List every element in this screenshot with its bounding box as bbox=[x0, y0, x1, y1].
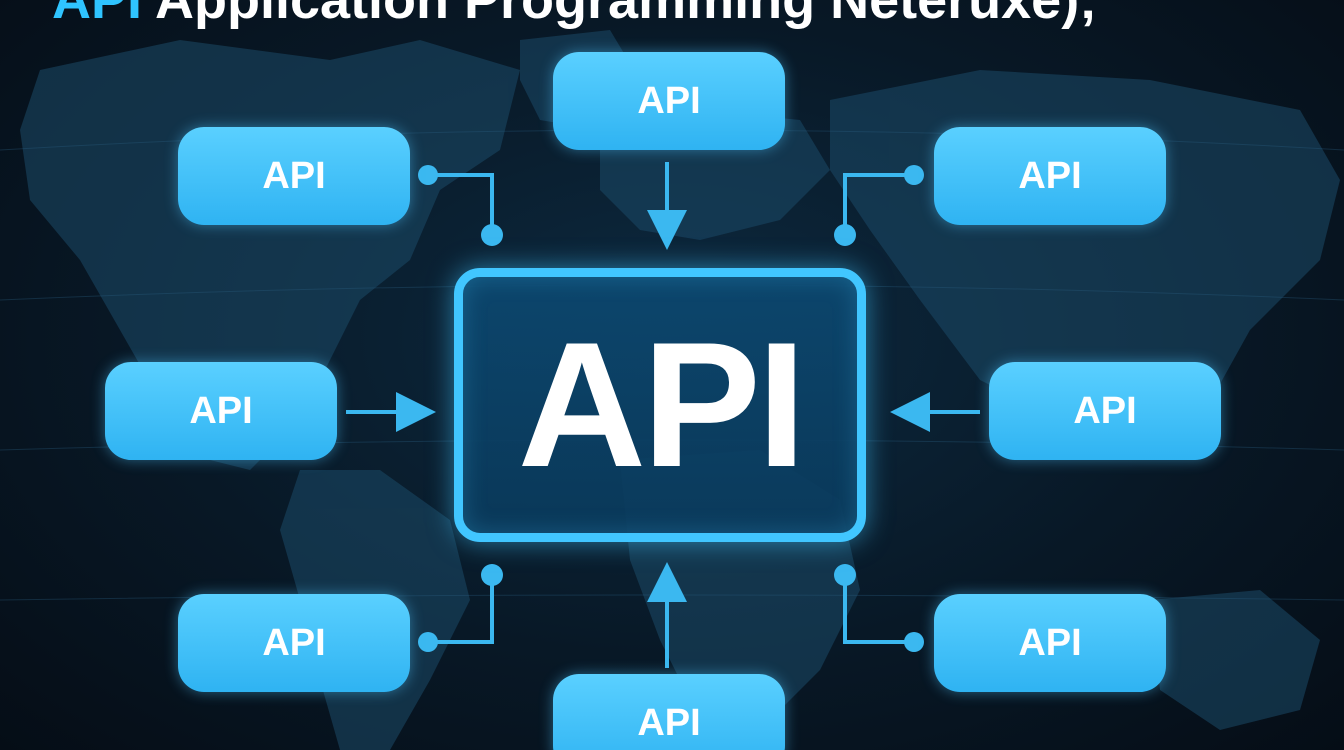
dot-bottom-left-b bbox=[481, 564, 503, 586]
continent-australia bbox=[1150, 590, 1320, 730]
hub-label: API bbox=[517, 305, 807, 504]
dot-top-left-a bbox=[418, 165, 438, 185]
api-node-label: API bbox=[189, 389, 253, 432]
connector-top-left bbox=[428, 173, 494, 233]
api-node-bottom-right: API bbox=[934, 594, 1166, 692]
api-node-label: API bbox=[1018, 621, 1082, 664]
dot-bottom-left-a bbox=[418, 632, 438, 652]
api-node-label: API bbox=[1018, 154, 1082, 197]
connector-bottom-right bbox=[843, 577, 914, 644]
diagram-title: API Application Programming Neteruxe); bbox=[52, 0, 1097, 30]
api-node-bottom: API bbox=[553, 674, 785, 750]
connector-top-right bbox=[843, 173, 914, 233]
api-node-top-left: API bbox=[178, 127, 410, 225]
api-node-bottom-left: API bbox=[178, 594, 410, 692]
dot-top-right-b bbox=[834, 224, 856, 246]
api-node-top: API bbox=[553, 52, 785, 150]
api-node-right: API bbox=[989, 362, 1221, 460]
dot-top-right-a bbox=[904, 165, 924, 185]
central-api-hub: API bbox=[454, 268, 866, 542]
dot-top-left-b bbox=[481, 224, 503, 246]
api-node-label: API bbox=[637, 79, 701, 122]
api-node-left: API bbox=[105, 362, 337, 460]
api-node-top-right: API bbox=[934, 127, 1166, 225]
title-api-prefix: API bbox=[52, 0, 143, 30]
api-node-label: API bbox=[1073, 389, 1137, 432]
api-node-label: API bbox=[262, 154, 326, 197]
api-node-label: API bbox=[637, 701, 701, 744]
connector-bottom-left bbox=[428, 577, 494, 644]
api-node-label: API bbox=[262, 621, 326, 664]
dot-bottom-right-b bbox=[834, 564, 856, 586]
title-rest: Application Programming Neteruxe); bbox=[142, 0, 1098, 30]
dot-bottom-right-a bbox=[904, 632, 924, 652]
